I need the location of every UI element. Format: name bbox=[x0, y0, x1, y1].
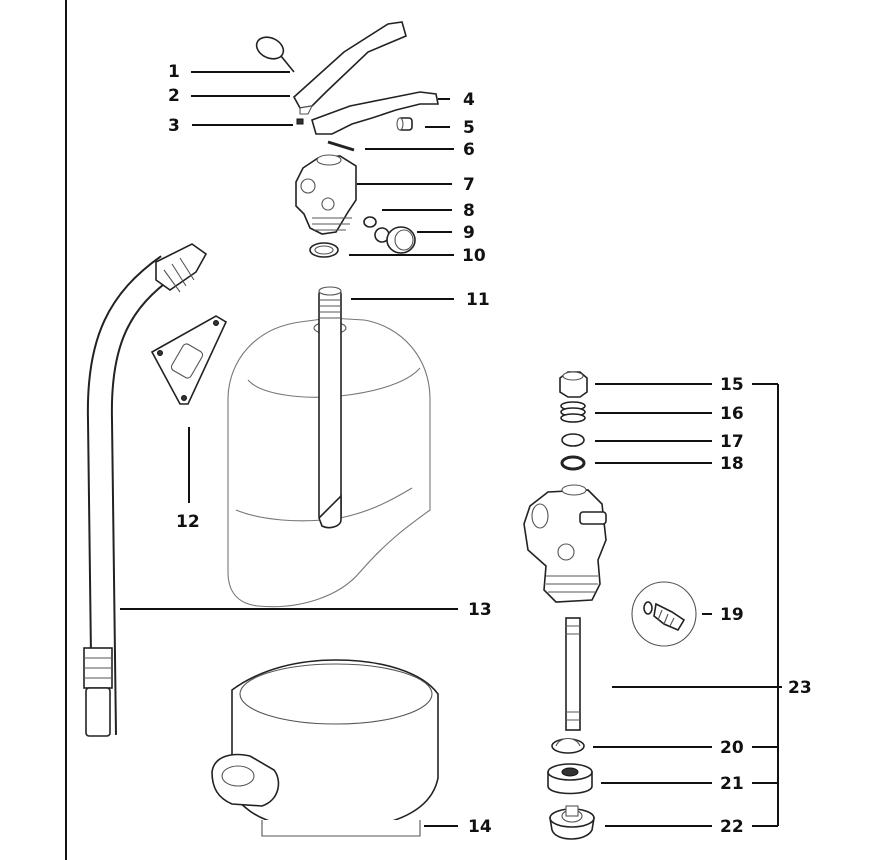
callout-4: 4 bbox=[463, 90, 475, 110]
bottom-nut bbox=[549, 805, 595, 840]
callout-7: 7 bbox=[463, 175, 475, 195]
callout-19: 19 bbox=[720, 605, 744, 625]
callout-9: 9 bbox=[463, 223, 475, 243]
safety-pin-ring bbox=[255, 36, 295, 73]
upper-lever bbox=[292, 21, 407, 115]
callout-13: 13 bbox=[468, 600, 492, 620]
base-cup bbox=[211, 659, 439, 837]
bushing bbox=[396, 117, 413, 131]
lever-pin bbox=[327, 140, 355, 152]
callout-17: 17 bbox=[720, 432, 744, 452]
callout-21: 21 bbox=[720, 774, 744, 794]
callout-14: 14 bbox=[468, 817, 492, 837]
o-ring-small bbox=[363, 216, 377, 228]
seat-washer bbox=[547, 763, 593, 795]
callout-15: 15 bbox=[720, 375, 744, 395]
discharge-valve-body bbox=[523, 484, 607, 603]
callout-10: 10 bbox=[462, 246, 486, 266]
callout-3: 3 bbox=[168, 116, 180, 136]
callout-2: 2 bbox=[168, 86, 180, 106]
retaining-clip bbox=[296, 118, 304, 125]
gasket-plate bbox=[150, 315, 228, 405]
callout-labels: 1 2 3 4 5 6 7 8 9 10 11 12 13 14 15 16 1… bbox=[168, 62, 812, 837]
callout-11: 11 bbox=[466, 290, 490, 310]
callout-12: 12 bbox=[176, 512, 200, 532]
hose bbox=[83, 243, 208, 737]
valve-head bbox=[295, 154, 357, 235]
callout-18: 18 bbox=[720, 454, 744, 474]
lower-lever bbox=[311, 91, 439, 135]
callout-6: 6 bbox=[463, 140, 475, 160]
leader-lines bbox=[120, 71, 782, 827]
stem-seal bbox=[551, 737, 585, 754]
dip-tube bbox=[318, 286, 342, 529]
o-ring-18 bbox=[560, 455, 586, 471]
nozzle-insert bbox=[631, 581, 697, 647]
callout-1: 1 bbox=[168, 62, 180, 82]
callout-22: 22 bbox=[720, 817, 744, 837]
callout-20: 20 bbox=[720, 738, 744, 758]
o-ring-17 bbox=[561, 433, 585, 447]
callout-23: 23 bbox=[788, 678, 812, 698]
callout-16: 16 bbox=[720, 404, 744, 424]
valve-stem bbox=[565, 617, 581, 731]
valve-cap bbox=[559, 371, 588, 398]
callout-5: 5 bbox=[463, 118, 475, 138]
spring bbox=[560, 401, 586, 423]
pressure-knob bbox=[374, 226, 416, 254]
callout-8: 8 bbox=[463, 201, 475, 221]
